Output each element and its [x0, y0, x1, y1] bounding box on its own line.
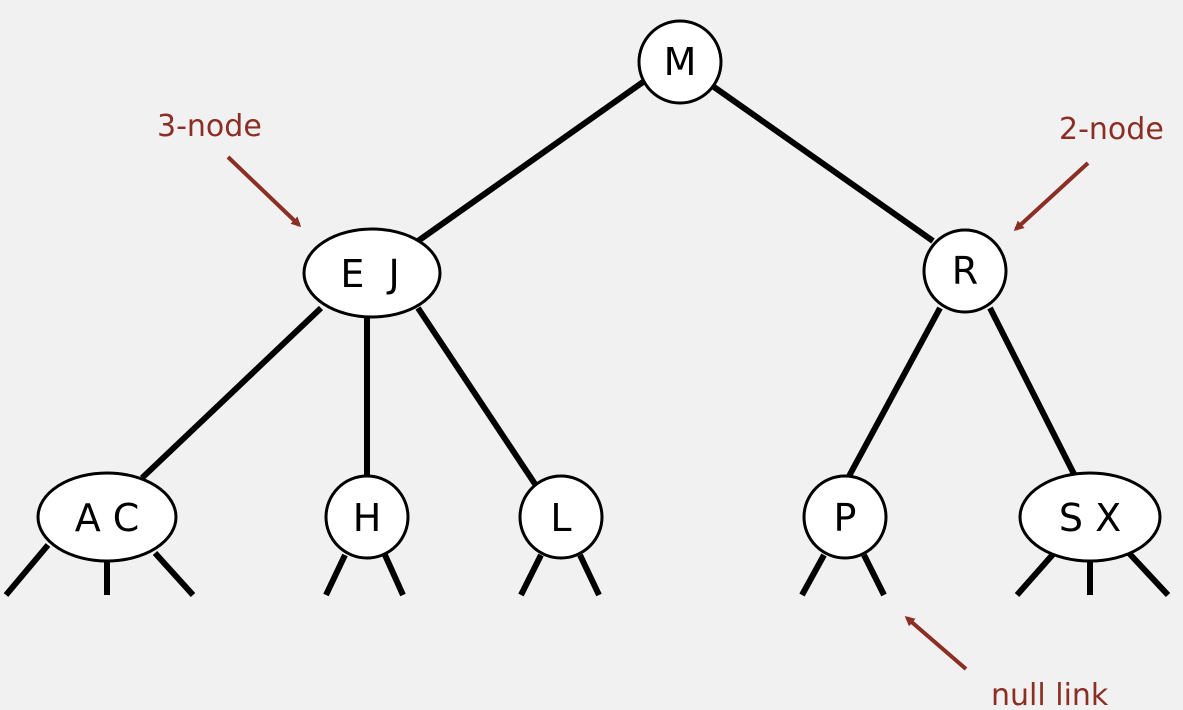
- null-link: [861, 553, 887, 597]
- three-node-arrow: [226, 155, 302, 228]
- node-p-circle: [802, 474, 888, 560]
- node-ac: A C: [36, 471, 178, 563]
- edge-m-r: [712, 84, 935, 244]
- edge-ej-ac: [139, 305, 324, 481]
- two-node-arrow: [1013, 161, 1090, 232]
- edge-ej-l: [415, 306, 540, 489]
- tree-nodes: M E J R A C H L P S X: [36, 19, 1162, 563]
- node-ej: E J: [302, 227, 442, 319]
- tree-edges: [139, 79, 1079, 489]
- node-m-circle: [637, 19, 723, 105]
- edge-r-p: [845, 306, 943, 480]
- null-link: [382, 553, 406, 597]
- edge-r-sx: [987, 306, 1079, 480]
- node-l: L: [518, 474, 604, 560]
- node-h: H: [324, 474, 410, 560]
- node-r-keys: R: [952, 249, 978, 293]
- null-link: [1014, 550, 1058, 597]
- node-sx-keys: S X: [1059, 496, 1121, 540]
- node-sx: S X: [1018, 471, 1162, 563]
- edge-m-ej: [416, 79, 645, 244]
- node-m-keys: M: [664, 40, 697, 84]
- three-node-label: 3-node: [157, 109, 262, 144]
- node-r-circle: [922, 228, 1008, 314]
- null-links: [3, 543, 1171, 598]
- node-sx-ellipse: [1018, 471, 1162, 563]
- null-link-label: null link: [991, 678, 1109, 710]
- node-h-circle: [324, 474, 410, 560]
- null-link: [1124, 548, 1171, 598]
- null-link: [799, 553, 827, 597]
- null-link: [323, 553, 348, 597]
- node-p-keys: P: [834, 496, 857, 540]
- null-link: [3, 543, 51, 597]
- node-l-circle: [518, 474, 604, 560]
- node-h-keys: H: [353, 496, 382, 540]
- node-ac-ellipse: [36, 471, 178, 563]
- null-link: [518, 553, 544, 597]
- node-r: R: [922, 228, 1008, 314]
- node-ej-ellipse: [302, 227, 442, 319]
- null-link-arrow: [904, 616, 968, 671]
- node-ac-keys: A C: [75, 496, 140, 540]
- node-l-keys: L: [550, 496, 571, 540]
- node-ej-keys: E J: [340, 252, 399, 296]
- null-link: [152, 550, 196, 598]
- null-link: [577, 553, 602, 597]
- node-m: M: [637, 19, 723, 105]
- node-p: P: [802, 474, 888, 560]
- two-node-label: 2-node: [1059, 112, 1164, 147]
- annotations: 3-node 2-node null link: [157, 109, 1164, 710]
